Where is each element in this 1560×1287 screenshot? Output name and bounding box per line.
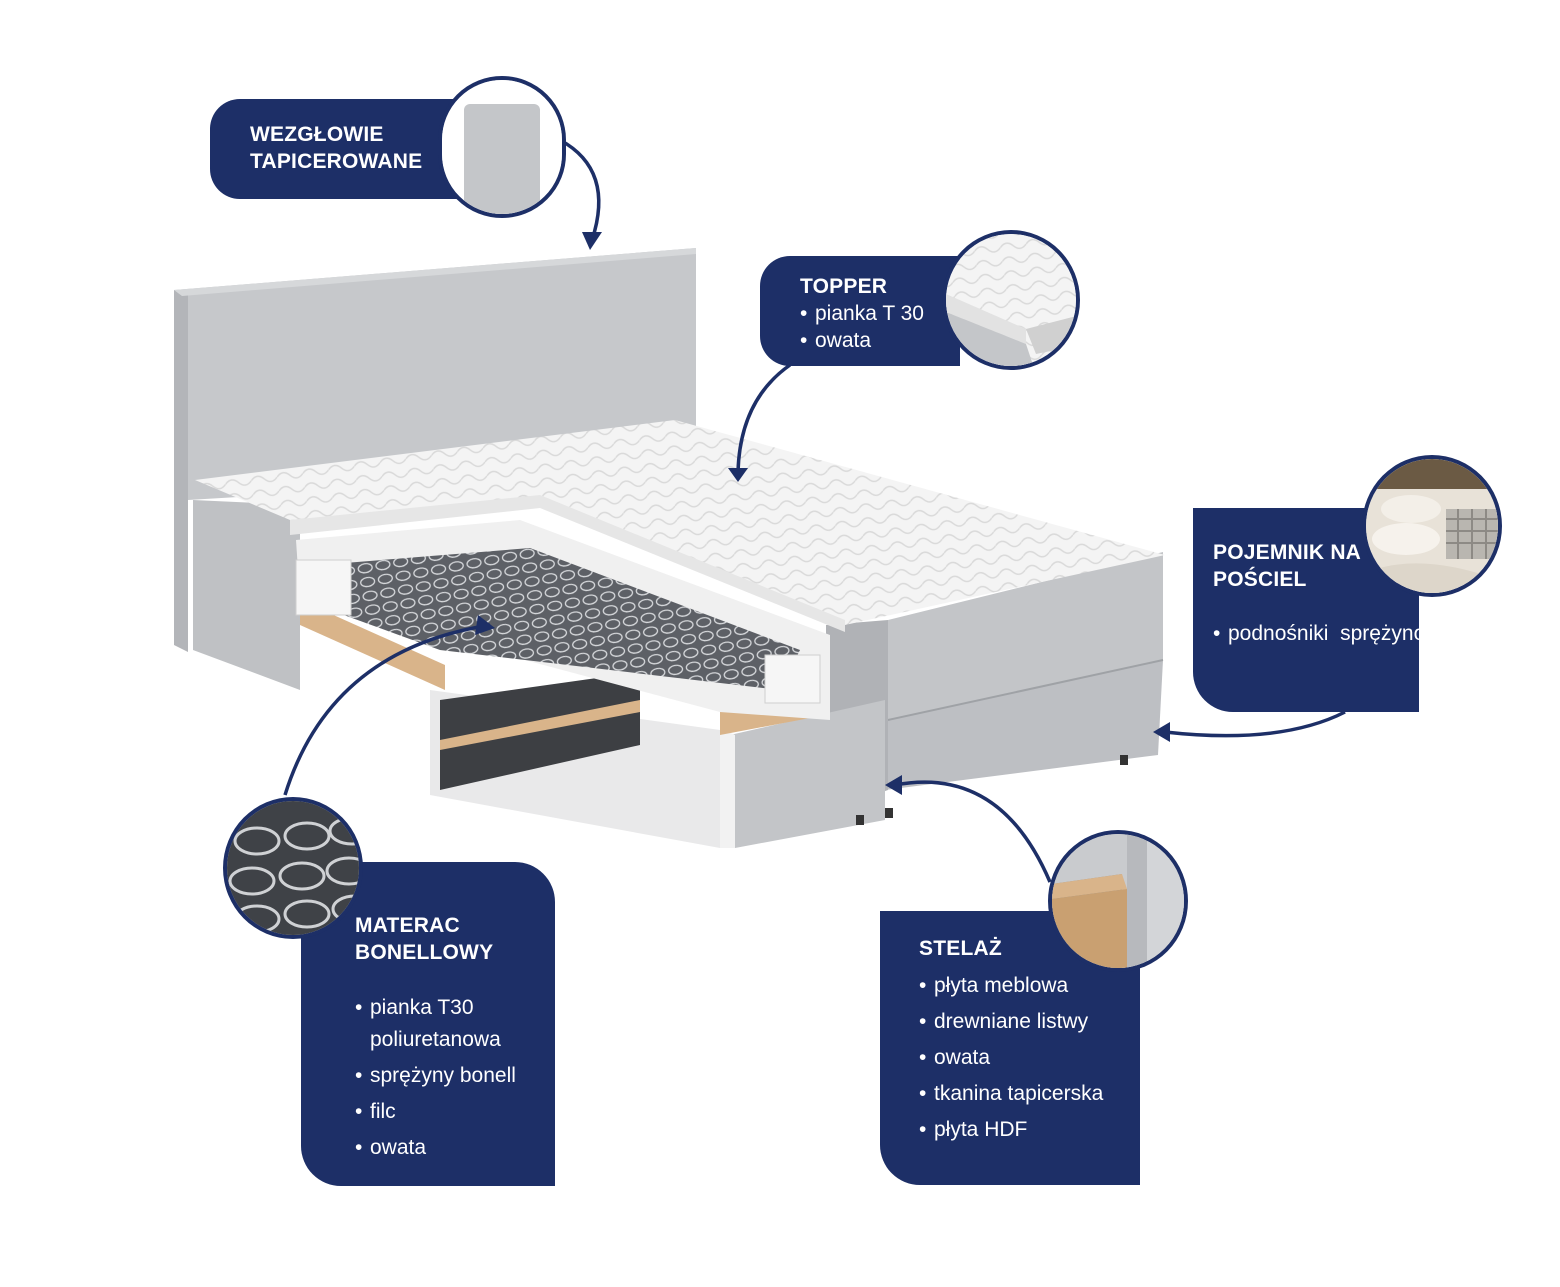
callout-frame-title: STELAŻ	[919, 937, 1002, 960]
list-item: owata	[800, 327, 960, 354]
callout-storage-title: POJEMNIK NA POŚCIEL	[1213, 539, 1419, 593]
callout-arrows	[283, 138, 1346, 883]
arrow-heads	[475, 232, 1170, 795]
list-item: tkanina tapicerska	[919, 1078, 1140, 1109]
title-line: TAPICEROWANE	[250, 150, 423, 173]
list-item: pianka T30 poliuretanowa	[355, 992, 530, 1056]
list-item: płyta meblowa	[919, 970, 1140, 1001]
callout-mattress-title: MATERAC BONELLOWY	[355, 912, 555, 966]
list-item: owata	[355, 1132, 555, 1164]
title-line: POJEMNIK NA	[1213, 541, 1362, 564]
callout-topper-title: TOPPER	[800, 275, 888, 298]
list-item: płyta HDF	[919, 1114, 1140, 1145]
topper-closeup-icon	[942, 230, 1080, 370]
title-line: BONELLOWY	[355, 941, 494, 964]
title-line: POŚCIEL	[1213, 568, 1307, 591]
list-item: pianka T 30	[800, 300, 960, 327]
frame-corner-icon	[1048, 830, 1188, 972]
list-item: owata	[919, 1042, 1140, 1073]
list-item: sprężyny bonell	[355, 1060, 555, 1092]
mattress-cut	[295, 520, 830, 720]
callout-headboard-title: WEZGŁOWIE TAPICEROWANE	[250, 121, 460, 175]
bed-legs	[856, 755, 1128, 825]
topper	[195, 420, 1165, 632]
bonell-springs-icon	[223, 797, 363, 939]
list-item: filc	[355, 1096, 555, 1128]
callout-headboard: WEZGŁOWIE TAPICEROWANE	[210, 99, 460, 199]
list-item: drewniane listwy	[919, 1006, 1140, 1037]
front-base	[193, 500, 885, 848]
list-item: podnośniki sprężynowe	[1213, 619, 1452, 649]
title-line: MATERAC	[355, 914, 460, 937]
headboard-closeup-icon	[438, 76, 566, 218]
callout-topper: TOPPER pianka T 30 owata	[760, 256, 960, 366]
title-line: WEZGŁOWIE	[250, 123, 384, 146]
bedding-storage-icon	[1362, 455, 1502, 597]
